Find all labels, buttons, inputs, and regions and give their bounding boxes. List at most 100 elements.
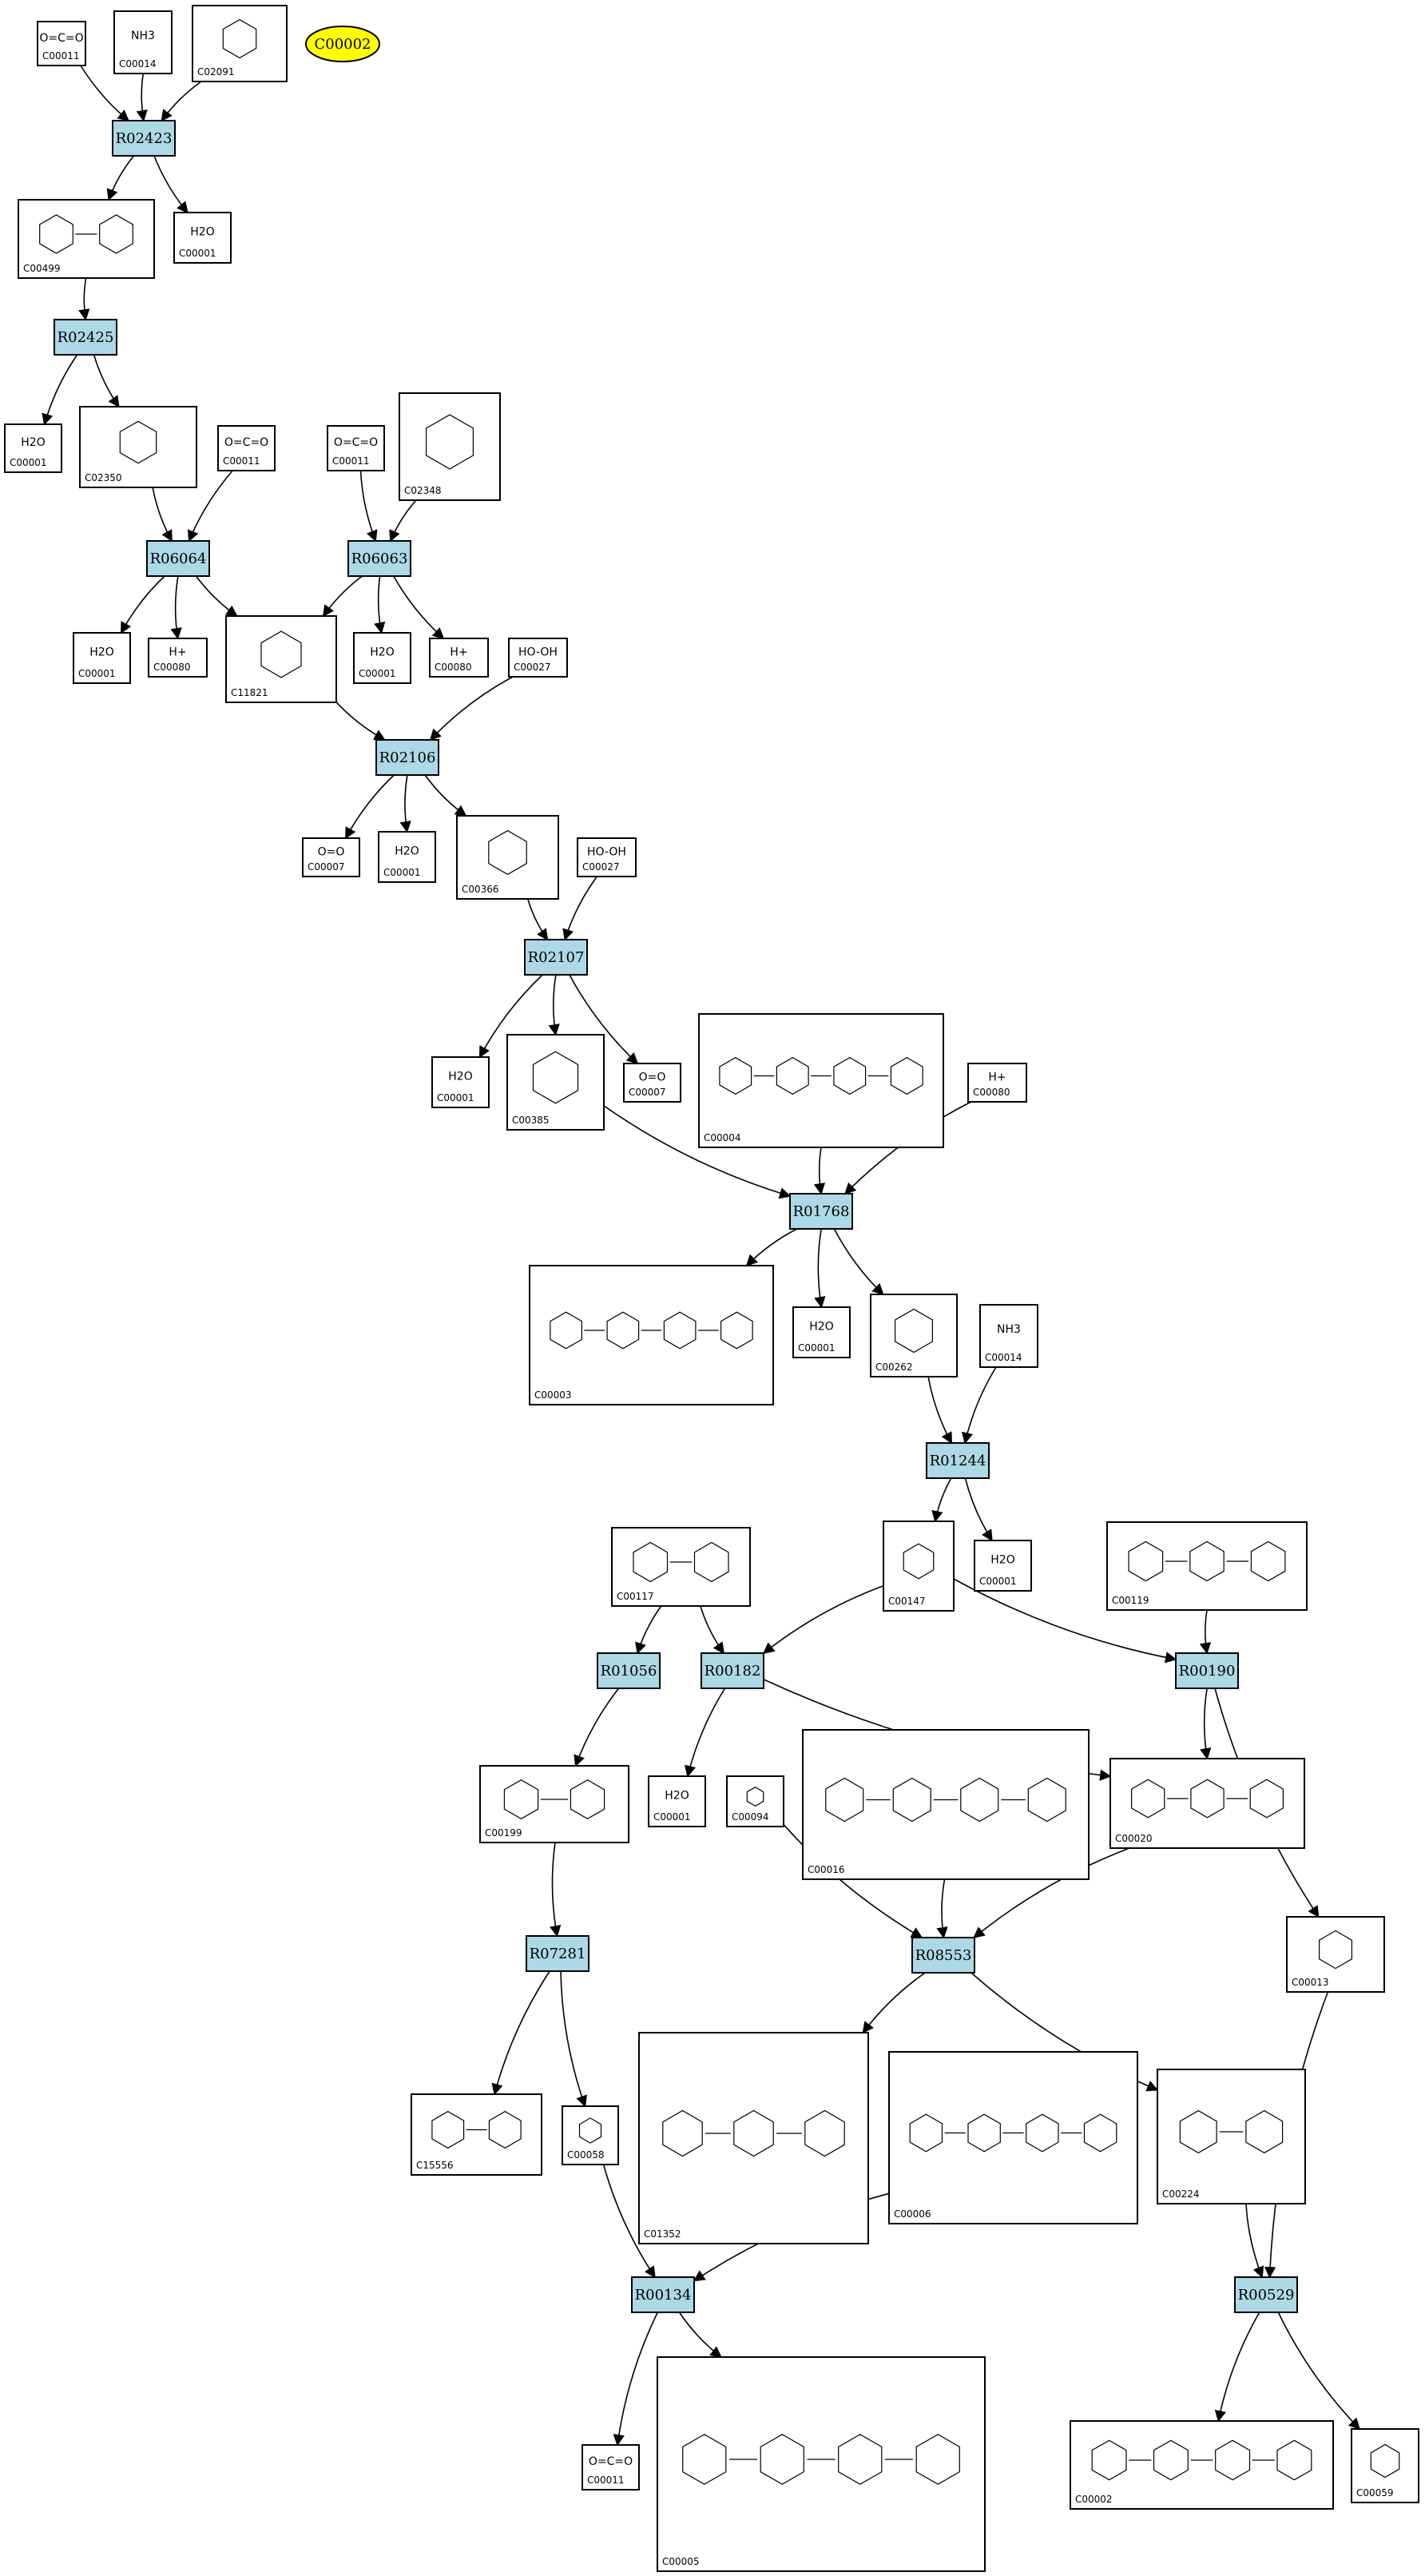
highlight-compound[interactable]: C00002 [305, 26, 380, 62]
compound-box [429, 638, 489, 678]
reaction-node-r00190[interactable]: R00190 [1175, 1652, 1239, 1689]
compound-node[interactable]: C00002 [1070, 2420, 1334, 2510]
compound-node[interactable]: C11821 [225, 615, 337, 703]
compound-node[interactable]: C00499 [18, 199, 155, 279]
compound-node[interactable]: C00224 [1157, 2069, 1306, 2204]
compound-node[interactable]: H+C00080 [967, 1063, 1027, 1103]
structure-glyph [825, 1777, 1066, 1823]
nodes-layer: O=C=OC00011NH3C00014C02091C00499H2OC0000… [4, 5, 1419, 2572]
compound-box [411, 2093, 542, 2176]
reaction-box [789, 1193, 853, 1230]
reaction-node-r02106[interactable]: R02106 [375, 739, 439, 776]
reaction-node-r00134[interactable]: R00134 [631, 2276, 695, 2313]
reaction-node-r00182[interactable]: R00182 [701, 1652, 764, 1689]
reaction-node-r01056[interactable]: R01056 [597, 1652, 661, 1689]
reaction-node-r07281[interactable]: R07281 [526, 1935, 589, 1972]
reaction-node-r02107[interactable]: R02107 [524, 939, 588, 976]
reaction-node-r02423[interactable]: R02423 [112, 120, 176, 157]
compound-box [883, 1521, 955, 1612]
structure-glyph [682, 2434, 960, 2485]
compound-box [1109, 1758, 1305, 1849]
reaction-node-r02425[interactable]: R02425 [54, 319, 117, 356]
reaction-node-r00529[interactable]: R00529 [1234, 2276, 1298, 2313]
compound-formula: H2O [370, 646, 394, 658]
compound-node[interactable]: C00016 [802, 1729, 1090, 1880]
reaction-box [1234, 2276, 1298, 2313]
edge-arrow [93, 354, 120, 408]
compound-node[interactable]: H+C00080 [148, 638, 208, 678]
reaction-label: R06063 [351, 551, 408, 567]
reaction-node-r01244[interactable]: R01244 [926, 1442, 990, 1479]
compound-node[interactable]: C00147 [883, 1521, 955, 1612]
compound-node[interactable]: C00006 [888, 2051, 1138, 2224]
edge-arrow [1200, 1688, 1212, 1760]
compound-box [582, 2444, 640, 2491]
compound-node[interactable]: C00003 [529, 1265, 774, 1405]
compound-node[interactable]: C00004 [698, 1013, 944, 1148]
structure-glyph [1319, 1930, 1352, 1970]
structure-glyph [426, 414, 474, 470]
compound-id: C00027 [514, 662, 551, 673]
compound-node[interactable]: C00013 [1286, 1916, 1385, 1993]
compound-node[interactable]: C00094 [726, 1775, 784, 1827]
structure-glyph [719, 1056, 923, 1095]
compound-id: C00020 [1115, 1833, 1153, 1844]
reaction-node-r06063[interactable]: R06063 [347, 540, 411, 577]
edge-arrow [1245, 2203, 1264, 2279]
compound-node[interactable]: C00117 [611, 1527, 751, 1607]
compound-formula: H+ [169, 646, 186, 659]
reaction-node-r08553[interactable]: R08553 [911, 1937, 975, 1974]
compound-box [1106, 1521, 1308, 1611]
reaction-label: R01768 [793, 1203, 850, 1220]
edge-arrow [745, 1228, 798, 1267]
reaction-box [347, 540, 411, 577]
compound-node[interactable]: C15556 [411, 2093, 542, 2176]
compound-box [979, 1304, 1038, 1368]
structure-glyph [431, 2110, 522, 2149]
compound-node[interactable]: C00262 [870, 1294, 958, 1377]
compound-formula: O=O [639, 1071, 666, 1084]
reaction-node-r01768[interactable]: R01768 [789, 1193, 853, 1230]
compound-node[interactable]: C00385 [506, 1034, 605, 1131]
compound-node[interactable]: C00058 [562, 2105, 619, 2165]
compound-node[interactable]: C00119 [1106, 1521, 1308, 1611]
compound-node[interactable]: C02348 [399, 392, 501, 501]
compound-node[interactable]: C02091 [192, 5, 288, 82]
compound-box [508, 638, 568, 678]
compound-node[interactable]: C00366 [456, 815, 559, 900]
compound-formula: H2O [395, 845, 419, 857]
compound-node[interactable]: H+C00080 [429, 638, 489, 678]
compound-node[interactable]: C00059 [1351, 2428, 1419, 2503]
compound-box [431, 1056, 490, 1108]
compound-box [577, 837, 637, 877]
compound-node[interactable]: C00005 [657, 2356, 986, 2572]
compound-box [148, 638, 208, 678]
reaction-label: R00134 [635, 2287, 692, 2304]
compound-node[interactable]: C01352 [638, 2032, 869, 2244]
compound-node[interactable]: C00199 [479, 1765, 629, 1843]
compound-node[interactable]: C02350 [79, 406, 197, 488]
compound-box [562, 2105, 619, 2165]
reaction-node-r06064[interactable]: R06064 [146, 540, 210, 577]
compound-node[interactable]: C00020 [1109, 1758, 1305, 1849]
compound-formula: H2O [448, 1070, 472, 1083]
